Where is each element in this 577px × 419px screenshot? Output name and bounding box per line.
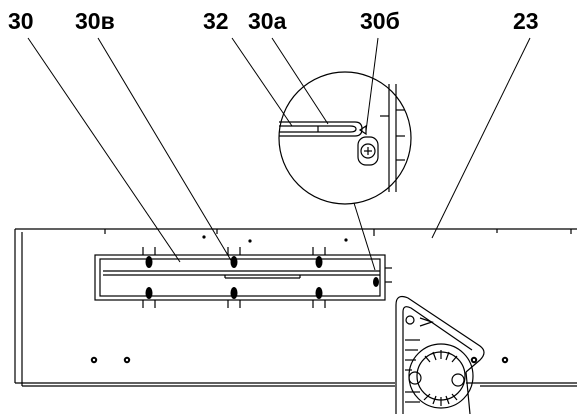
callout-label-30: 30	[8, 8, 34, 34]
callout-label-30v: 30в	[75, 8, 115, 34]
guide-rail	[94, 254, 392, 301]
clip-slots	[145, 256, 379, 299]
callout-label-30b: 30б	[360, 8, 400, 34]
table-top	[14, 228, 577, 387]
clip-tabs	[142, 247, 326, 308]
detail-magnifier	[278, 71, 412, 205]
callout-label-23: 23	[513, 8, 539, 34]
miter-gauge	[395, 295, 485, 415]
callout-label-30a: 30а	[248, 8, 287, 34]
callout-label-32: 32	[203, 8, 229, 34]
leader-lines	[27, 37, 531, 271]
